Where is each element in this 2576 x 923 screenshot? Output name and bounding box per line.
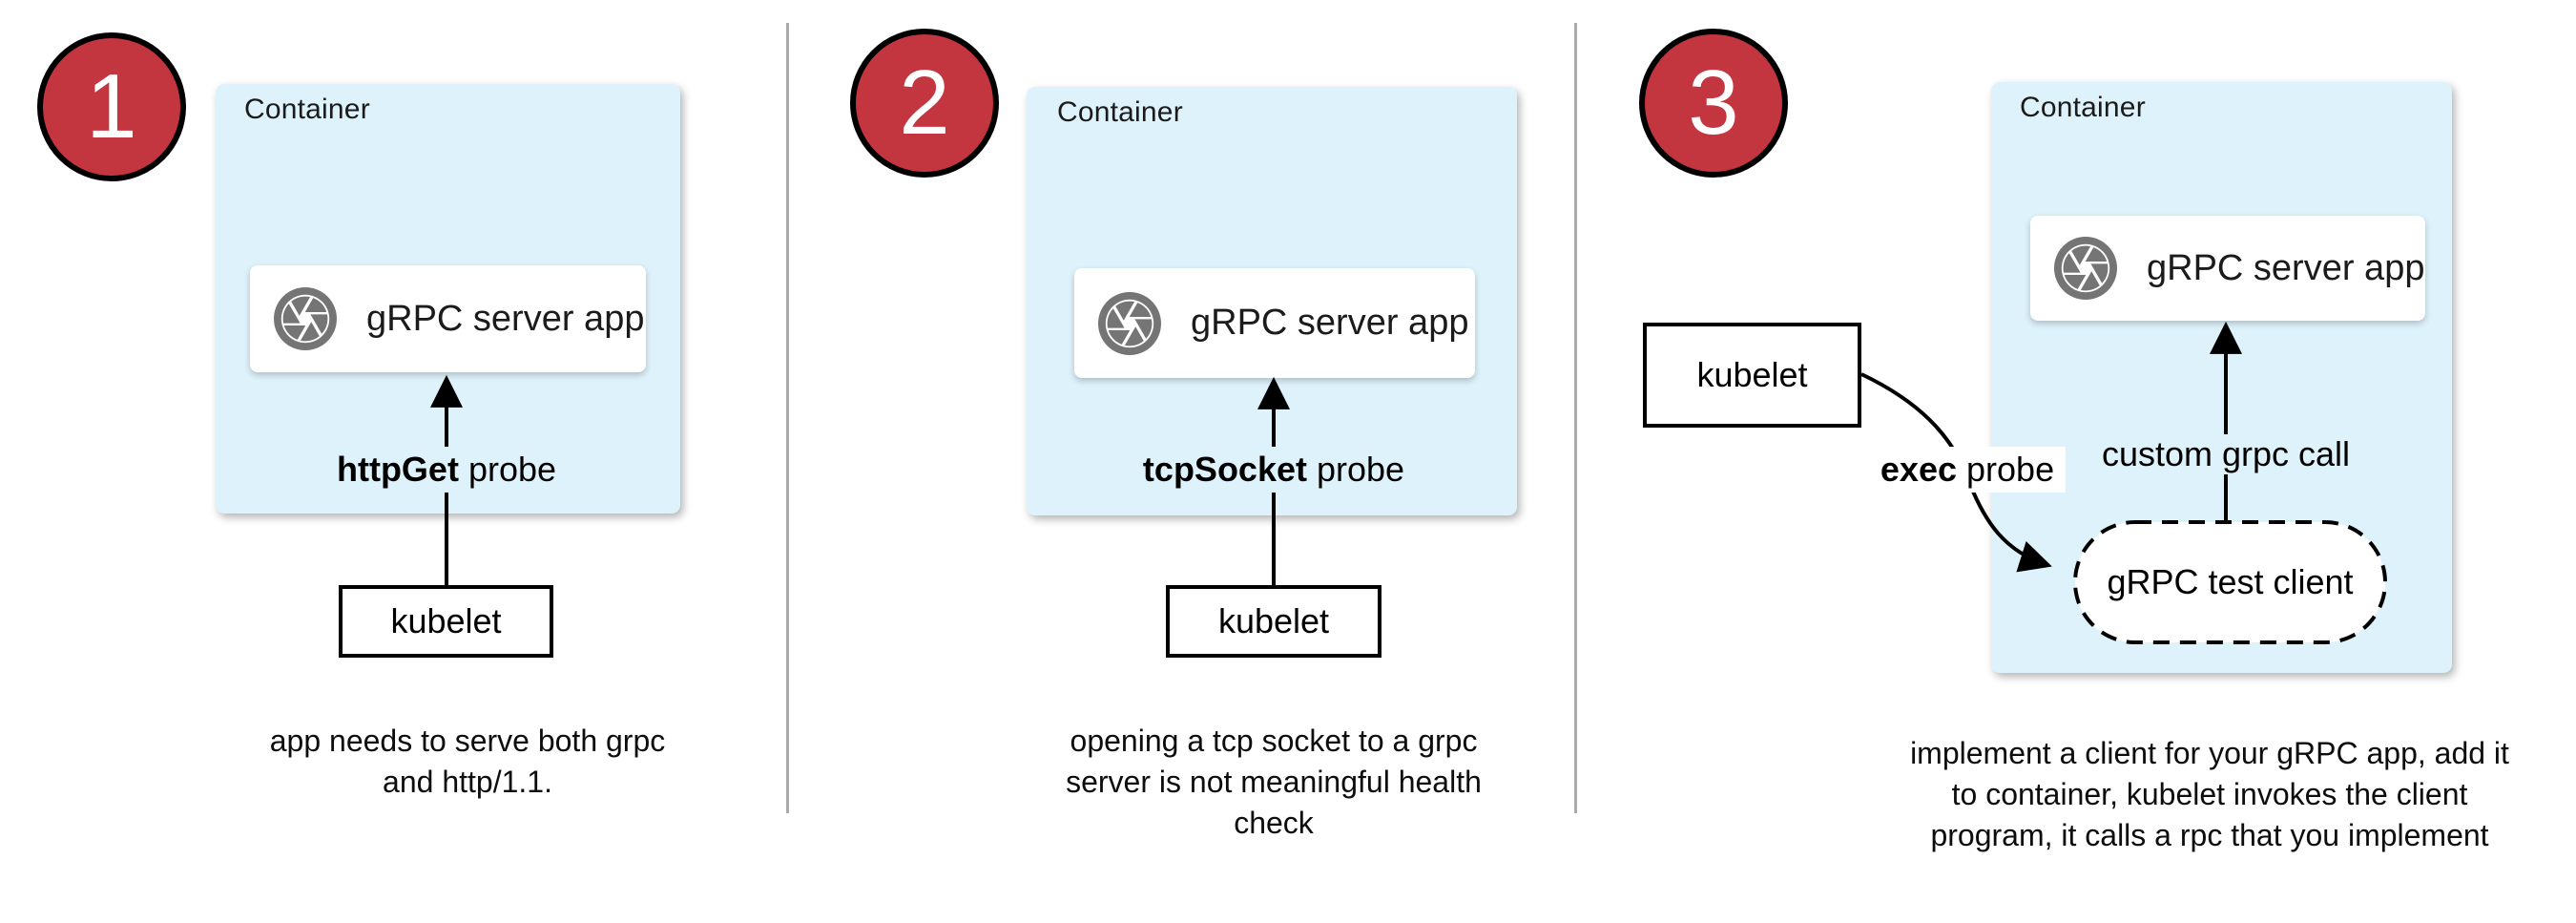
grpc-server-app-box-1: gRPC server app bbox=[250, 265, 646, 372]
probe-label-1: httpGet probe bbox=[324, 447, 569, 493]
grpc-app-aperture-icon bbox=[1098, 291, 1161, 355]
caption-line: to container, kubelet invokes the client bbox=[1951, 777, 2468, 811]
caption-1: app needs to serve both grpc and http/1.… bbox=[172, 721, 763, 803]
container-label-1: Container bbox=[244, 94, 370, 125]
caption-line: implement a client for your gRPC app, ad… bbox=[1910, 736, 2509, 770]
grpc-test-client-shape bbox=[2073, 520, 2387, 644]
probe-type: httpGet bbox=[336, 450, 459, 489]
step-number: 1 bbox=[86, 55, 137, 157]
caption-line: server is not meaningful health bbox=[1066, 765, 1482, 799]
caption-2: opening a tcp socket to a grpc server is… bbox=[978, 721, 1569, 844]
probe-word: probe bbox=[458, 450, 557, 489]
container-label-3: Container bbox=[2020, 92, 2146, 123]
caption-line: opening a tcp socket to a grpc bbox=[1070, 724, 1478, 758]
caption-line: check bbox=[1234, 806, 1314, 840]
step-badge-2: 2 bbox=[850, 29, 999, 178]
step-badge-3: 3 bbox=[1639, 29, 1788, 178]
probe-label-2: tcpSocket probe bbox=[1131, 447, 1417, 493]
custom-grpc-call-label: custom grpc call bbox=[2091, 434, 2360, 474]
grpc-server-app-label: gRPC server app bbox=[366, 298, 645, 339]
probe-type: exec bbox=[1880, 450, 1958, 489]
caption-3: implement a client for your gRPC app, ad… bbox=[1857, 733, 2563, 856]
step-badge-1: 1 bbox=[37, 32, 186, 181]
kubelet-label: kubelet bbox=[1217, 601, 1330, 640]
probe-word: probe bbox=[1957, 450, 2055, 489]
step-number: 2 bbox=[899, 52, 950, 154]
exec-probe-label: exec probe bbox=[1868, 447, 2067, 493]
kubelet-box-3: kubelet bbox=[1643, 323, 1861, 428]
step-number: 3 bbox=[1688, 52, 1739, 154]
grpc-server-app-box-3: gRPC server app bbox=[2030, 216, 2425, 321]
caption-line: program, it calls a rpc that you impleme… bbox=[1930, 818, 2489, 852]
kubelet-label: kubelet bbox=[1696, 355, 1808, 394]
panel-divider-1 bbox=[786, 23, 789, 813]
caption-line: and http/1.1. bbox=[383, 765, 552, 799]
grpc-server-app-label: gRPC server app bbox=[1191, 303, 1469, 343]
panel-divider-2 bbox=[1574, 23, 1577, 813]
grpc-test-client-label: gRPC test client bbox=[2107, 562, 2354, 601]
kubelet-label: kubelet bbox=[390, 601, 502, 640]
grpc-app-aperture-icon bbox=[274, 287, 337, 350]
container-label-2: Container bbox=[1057, 96, 1183, 128]
grpc-app-aperture-icon bbox=[2054, 237, 2117, 300]
caption-line: app needs to serve both grpc bbox=[269, 724, 666, 758]
probe-word: probe bbox=[1306, 450, 1405, 489]
kubelet-box-2: kubelet bbox=[1166, 585, 1381, 658]
probe-type: tcpSocket bbox=[1142, 450, 1307, 489]
grpc-server-app-box-2: gRPC server app bbox=[1074, 268, 1475, 378]
grpc-server-app-label: gRPC server app bbox=[2147, 247, 2425, 288]
kubelet-box-1: kubelet bbox=[339, 585, 553, 658]
